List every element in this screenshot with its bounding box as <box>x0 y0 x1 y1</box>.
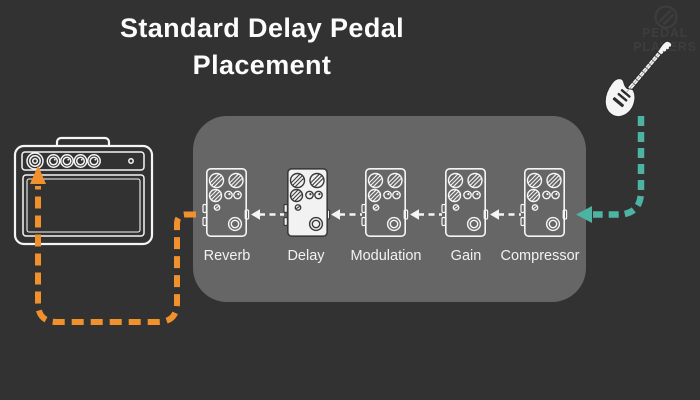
effects-pedal-icon-reverb <box>203 167 249 237</box>
pedal-label-delay: Delay <box>287 248 325 264</box>
amp-cable <box>30 165 196 325</box>
pedal-label-gain: Gain <box>450 248 482 264</box>
watermark-knob-icon <box>654 5 678 29</box>
amp-speaker-grille <box>22 174 145 237</box>
amp-knobs <box>26 152 134 170</box>
amp-cable-arrowhead <box>30 165 46 184</box>
signal-arrows <box>251 209 521 220</box>
amplifier-icon <box>13 136 154 246</box>
title-line-1: Standard Delay Pedal <box>119 13 405 43</box>
effects-pedal-icon-delay <box>284 167 330 237</box>
effects-pedal-icon-gain <box>442 167 488 237</box>
pedal-label-reverb: Reverb <box>203 248 251 264</box>
page-title: Standard Delay Pedal Placement <box>1 10 523 84</box>
effects-pedal-icon-compressor <box>521 167 567 237</box>
effects-pedal-icon-modulation <box>362 167 408 237</box>
guitar-cable-arrowhead <box>576 206 592 223</box>
title-line-2: Placement <box>192 50 332 80</box>
electric-guitar-icon <box>604 40 673 118</box>
guitar-cable <box>576 116 645 223</box>
arrow-compressor-to-gain <box>490 209 499 220</box>
arrow-modulation-to-delay <box>331 209 340 220</box>
arrow-gain-to-modulation <box>410 209 419 220</box>
watermark-line-1: PEDAL <box>641 26 689 40</box>
pedal-label-compressor: Compressor <box>500 248 580 264</box>
pedal-label-modulation: Modulation <box>350 248 422 264</box>
arrow-delay-to-reverb <box>251 209 260 220</box>
